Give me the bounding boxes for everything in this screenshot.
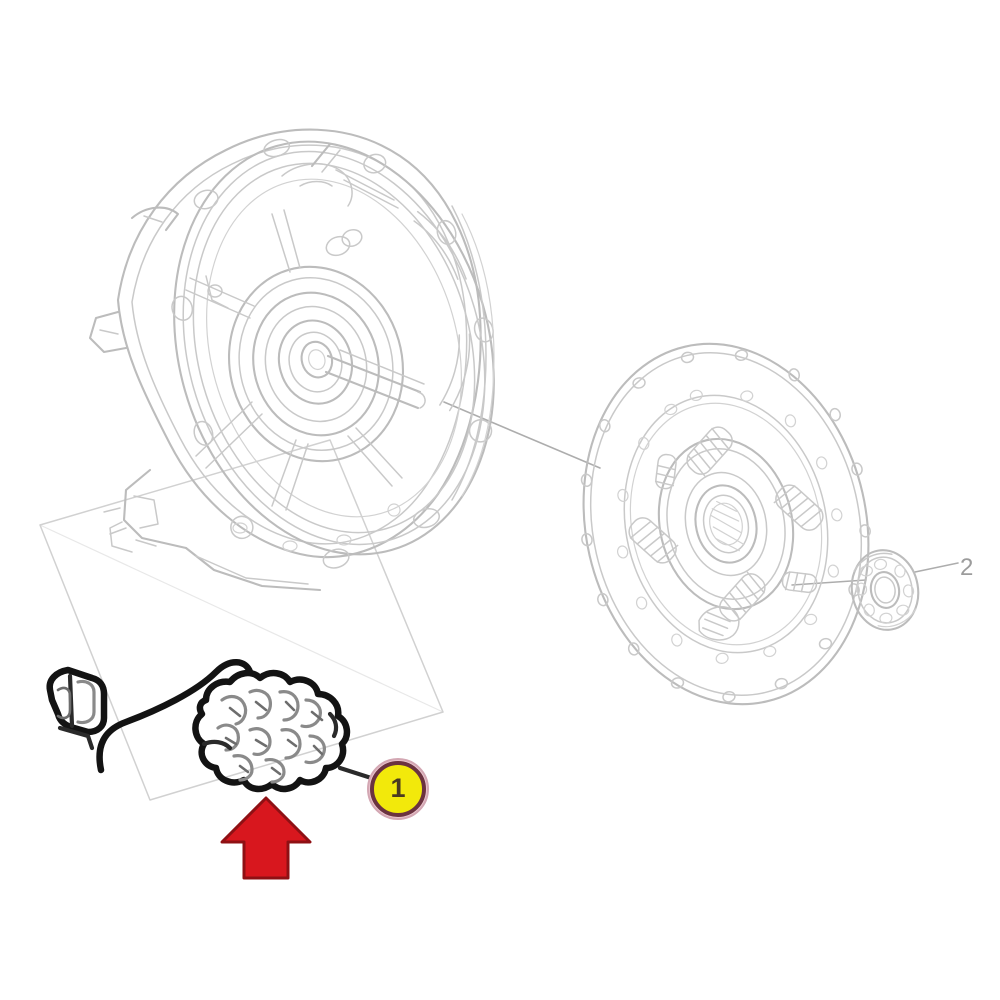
transmission-bell-housing xyxy=(88,128,495,592)
assembly-axis-lines xyxy=(443,401,959,586)
clutch-actuator xyxy=(46,659,351,793)
mounting-plane xyxy=(39,439,444,801)
pilot-bearing xyxy=(850,549,920,631)
emphasis-arrow xyxy=(220,796,312,880)
callout-1-badge[interactable] xyxy=(367,758,429,820)
clutch-disc xyxy=(580,342,871,706)
